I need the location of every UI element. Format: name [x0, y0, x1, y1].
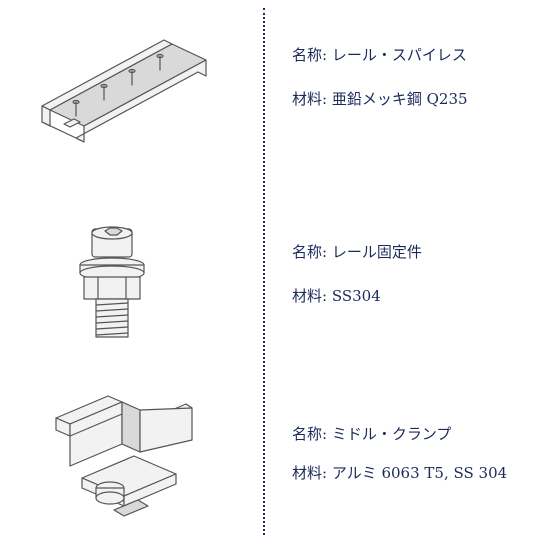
product-3-name: 名称: ミドル・クランプ [292, 425, 452, 443]
mid-clamp-icon [52, 392, 202, 531]
product-2-material: 材料: SS304 [292, 287, 381, 305]
hex-bolt-icon [72, 225, 152, 349]
product-1-material: 材料: 亜鉛メッキ鋼 Q235 [292, 90, 468, 108]
product-1-name: 名称: レール・スパイレス [292, 46, 467, 64]
product-3-material: 材料: アルミ 6063 T5, SS 304 [292, 464, 508, 482]
dotted-divider [263, 8, 265, 535]
rail-channel-icon [36, 30, 216, 154]
product-2-name: 名称: レール固定件 [292, 243, 422, 261]
